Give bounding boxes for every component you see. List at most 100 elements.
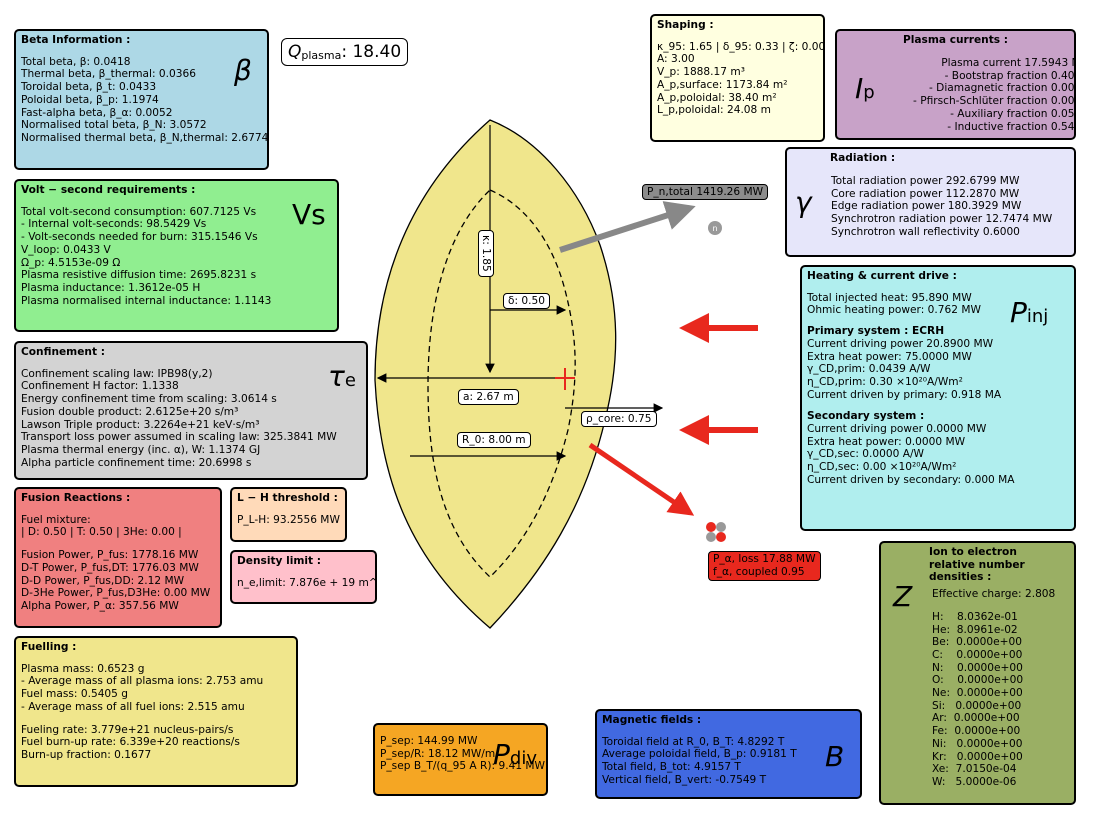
line-item: Ar: 0.0000e+00 — [932, 712, 1020, 725]
line-item: Normalised total beta, β_N: 3.0572 — [21, 119, 207, 132]
radiation-symbol: γ — [795, 186, 812, 219]
line-item: Transport loss power assumed in scaling … — [21, 431, 337, 444]
effective-charge: Effective charge: 2.808 — [932, 588, 1056, 601]
line-item: D-T Power, P_fus,DT: 1776.03 MW — [21, 561, 199, 574]
line-item: Edge radiation power 180.3929 MW — [831, 200, 1022, 213]
line-item: P_sep: 144.99 MW — [380, 735, 478, 747]
line-item: - Average mass of all plasma ions: 2.753… — [21, 675, 264, 688]
ion-gap — [886, 601, 1069, 611]
line-item: Vertical field, B_vert: -0.7549 T — [602, 773, 767, 786]
line-item: Total volt-second consumption: 607.7125 … — [21, 205, 257, 218]
line-item: Fe: 0.0000e+00 — [932, 725, 1021, 738]
line-item: Confinement scaling law: IPB98(y,2) — [21, 367, 213, 380]
shaping-panel: Shaping : κ_95: 1.65 | δ_95: 0.33 | ζ: 0… — [650, 14, 825, 142]
line-item: Current driving power 20.8900 MW — [807, 337, 994, 350]
line-item: N: 0.0000e+00 — [932, 661, 1023, 674]
fuelling-panel: Fuelling : Plasma mass: 0.6523 g - Avera… — [14, 636, 298, 787]
alpha-coupled-fraction: f_α, coupled 0.95 — [713, 566, 805, 578]
fusion-lines: Fuel mixture:| D: 0.50 | T: 0.50 | 3He: … — [21, 514, 215, 613]
confinement-symbol-main: τ — [328, 360, 345, 393]
pdiv-symbol-main: P — [493, 738, 510, 771]
line-item: - Internal volt-seconds: 98.5429 Vs — [21, 218, 207, 231]
line-item: - Bootstrap fraction 0.4023 — [944, 69, 1076, 82]
lh-value: P_L-H: 93.2556 MW — [237, 513, 340, 526]
line-item: D-D Power, P_fus,DD: 2.12 MW — [21, 574, 185, 587]
line-item: - Average mass of all fuel ions: 2.515 a… — [21, 700, 245, 713]
primary-system-title: Primary system : ECRH — [807, 325, 945, 338]
line-item: Kr: 0.0000e+00 — [932, 750, 1023, 763]
plasma-currents-symbol: Ip — [855, 75, 875, 107]
plasma-currents-panel: Plasma currents : Ip Plasma current 17.5… — [835, 29, 1076, 140]
line-item: He: 8.0961e-02 — [932, 623, 1018, 636]
line-item: Total beta, β: 0.0418 — [21, 55, 131, 68]
line-item: Poloidal beta, β_p: 1.1974 — [21, 93, 159, 106]
line-item: Plasma current 17.5943 MA — [941, 57, 1076, 69]
rho-core-label: ρ_core: 0.75 — [581, 411, 657, 427]
line-item: P_sep/R: 18.12 MW/m — [380, 747, 496, 760]
lh-threshold-panel: L − H threshold : P_L-H: 93.2556 MW — [230, 487, 347, 542]
neutron-particle — [708, 221, 722, 235]
alpha-loss-arrow — [588, 442, 695, 516]
line-item: Ne: 0.0000e+00 — [932, 687, 1023, 700]
line-item: L_p,poloidal: 24.08 m — [657, 104, 771, 117]
line-item: Ni: 0.0000e+00 — [932, 737, 1023, 750]
plasma-currents-title: Plasma currents : — [902, 34, 1009, 46]
line-item: Toroidal field at R_0, B_T: 4.8292 T — [602, 735, 785, 748]
heating-title: Heating & current drive : — [807, 270, 957, 282]
line-item: Alpha particle confinement time: 20.6998… — [21, 456, 252, 469]
line-item: D-3He Power, P_fus,D3He: 0.00 MW — [21, 587, 211, 600]
plasma-currents-lines: Plasma current 17.5943 MA- Bootstrap fra… — [913, 57, 1076, 133]
q-plasma-box: Qplasma: 18.40 — [281, 38, 409, 66]
line-item: Total injected heat: 95.890 MW — [807, 291, 972, 304]
density-value: n_e,limit: 7.876e + 19 m^−3 — [237, 576, 377, 589]
line-item: V_p: 1888.17 m³ — [657, 66, 745, 79]
line-item: Be: 0.0000e+00 — [932, 636, 1023, 649]
beta-symbol: β — [234, 54, 252, 87]
fuelling-lines: Plasma mass: 0.6523 g - Average mass of … — [21, 663, 291, 762]
line-item: Current driving power 0.0000 MW — [807, 423, 987, 436]
line-item: Plasma resistive diffusion time: 2695.82… — [21, 269, 257, 282]
beta-title: Beta Information : — [21, 34, 131, 46]
volt-second-title: Volt − second requirements : — [21, 184, 196, 196]
line-item: Synchrotron radiation power 12.7474 MW — [831, 213, 1053, 226]
core-boundary — [427, 189, 576, 578]
line-item — [21, 714, 291, 724]
line-item: A_p,poloidal: 38.40 m² — [657, 91, 777, 104]
line-item: Normalised thermal beta, β_N,thermal: 2.… — [21, 131, 269, 144]
line-item: Plasma inductance: 1.3612e-05 H — [21, 281, 201, 294]
line-item: Xe: 7.0150e-04 — [932, 763, 1017, 776]
plasma-currents-symbol-main: I — [855, 72, 864, 105]
line-item: - Inductive fraction 0.5455 — [947, 120, 1076, 133]
line-item: Plasma thermal energy (inc. α), W: 1.137… — [21, 443, 261, 456]
minor-radius-label: a: 2.67 m — [458, 389, 519, 405]
ion-symbol: Z — [893, 580, 913, 613]
heating-gap-2 — [807, 401, 1069, 410]
alpha-loss-power: P_α, loss 17.88 MW — [713, 553, 816, 565]
line-item: H: 8.0362e-01 — [932, 610, 1018, 623]
line-item: Plasma mass: 0.6523 g — [21, 662, 145, 675]
line-item: Fuel mixture: — [21, 513, 91, 526]
line-item: Fueling rate: 3.779e+21 nucleus-pairs/s — [21, 723, 234, 736]
line-item: Fuel mass: 0.5405 g — [21, 688, 129, 701]
lh-title: L − H threshold : — [237, 492, 338, 504]
line-item: Fusion Power, P_fus: 1778.16 MW — [21, 549, 199, 562]
kappa-label: κ: 1.85 — [478, 230, 494, 277]
line-item: Total field, B_tot: 4.9157 T — [602, 761, 741, 774]
line-item: A: 3.00 — [657, 53, 695, 66]
line-item: η_CD,prim: 0.30 ×10²⁰A/Wm² — [807, 375, 963, 388]
radiation-panel: Radiation : γ Total radiation power 292.… — [785, 147, 1076, 257]
density-limit-panel: Density limit : n_e,limit: 7.876e + 19 m… — [230, 550, 377, 604]
fusion-title: Fusion Reactions : — [21, 492, 131, 504]
heating-symbol: Pinj — [1010, 299, 1048, 331]
line-item: Core radiation power 112.2870 MW — [831, 187, 1020, 200]
q-plasma-value: : 18.40 — [341, 42, 402, 62]
